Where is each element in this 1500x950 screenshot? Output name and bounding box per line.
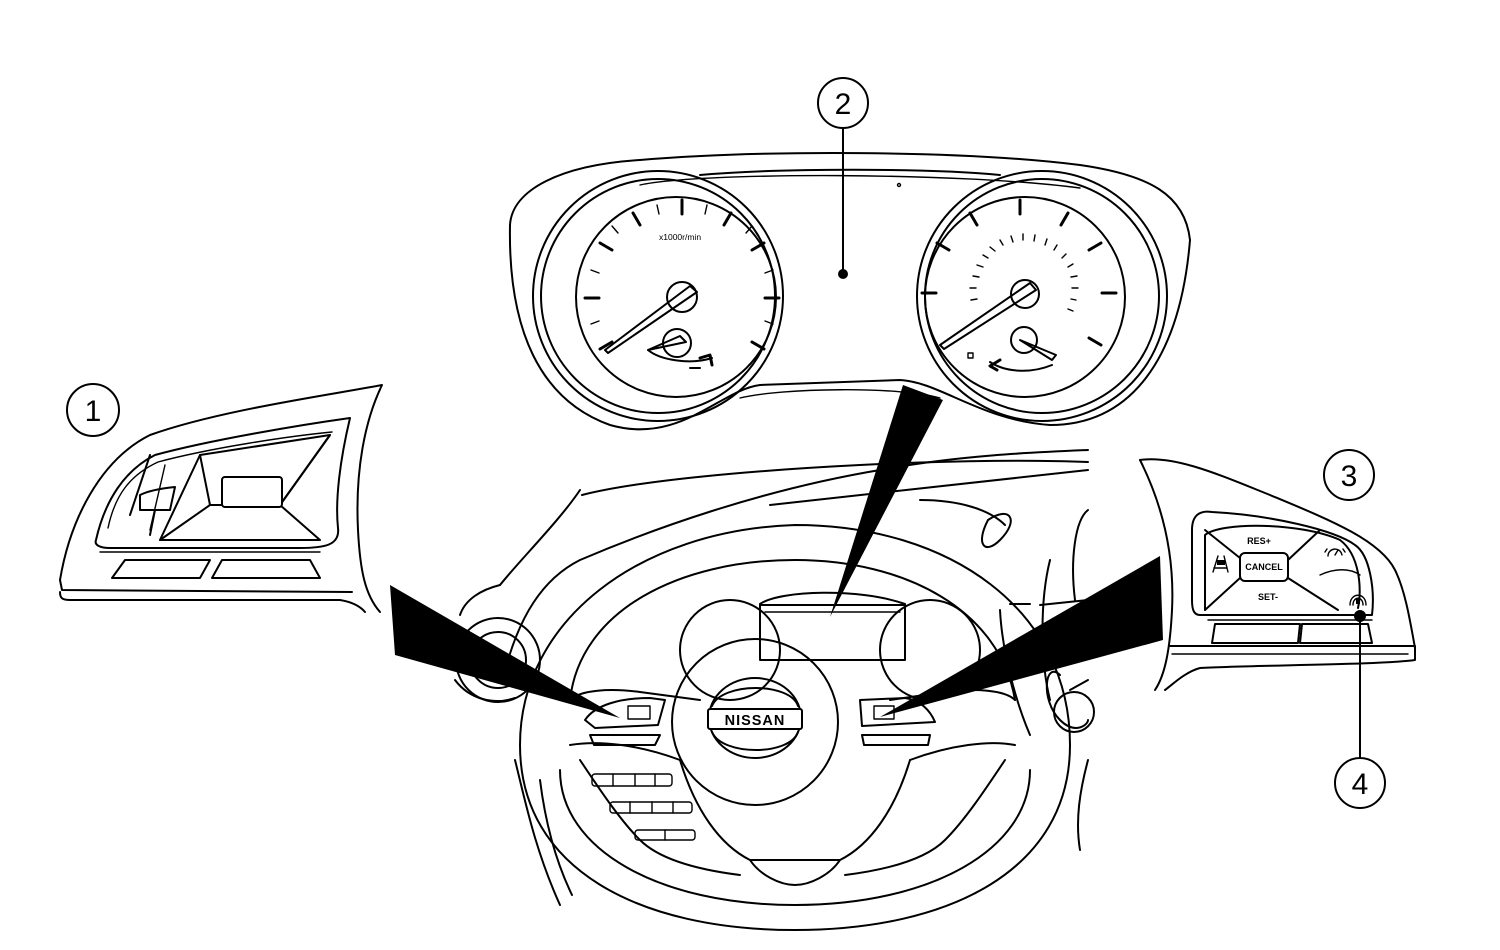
wedge-center <box>830 385 943 617</box>
wedge-right <box>880 556 1163 717</box>
callout-3-label: 3 <box>1341 460 1358 493</box>
cancel-button-label: CANCEL <box>1245 562 1283 572</box>
instrument-cluster: x1000r/min <box>508 77 1191 431</box>
callout-4-label: 4 <box>1352 768 1369 801</box>
callout-1: 1 <box>66 383 120 437</box>
lane-assist-icon <box>1212 555 1229 573</box>
tachometer-gauge: x1000r/min <box>532 170 784 422</box>
res-button-label: RES+ <box>1247 536 1271 546</box>
steering-wheel: NISSAN <box>519 524 1071 931</box>
callout-4: 4 <box>1334 610 1386 809</box>
speed-limiter-icon <box>1324 548 1346 557</box>
callout-1-label: 1 <box>85 395 102 428</box>
distance-icon <box>1349 594 1367 606</box>
tach-unit-label: x1000r/min <box>659 232 701 242</box>
wedge-left <box>390 585 620 718</box>
speedometer-gauge <box>916 170 1168 422</box>
set-button-label: SET- <box>1258 592 1278 602</box>
dashboard: NISSAN <box>454 449 1095 931</box>
left-switch-panel <box>59 384 383 613</box>
pointer-wedges <box>390 385 1163 718</box>
callout-2: 2 <box>817 77 869 279</box>
callout-3: 3 <box>1323 449 1375 501</box>
callout-2-label: 2 <box>835 88 852 121</box>
right-switch-panel: CANCEL RES+ SET- <box>1139 458 1416 691</box>
brand-logo-text: NISSAN <box>725 713 786 729</box>
